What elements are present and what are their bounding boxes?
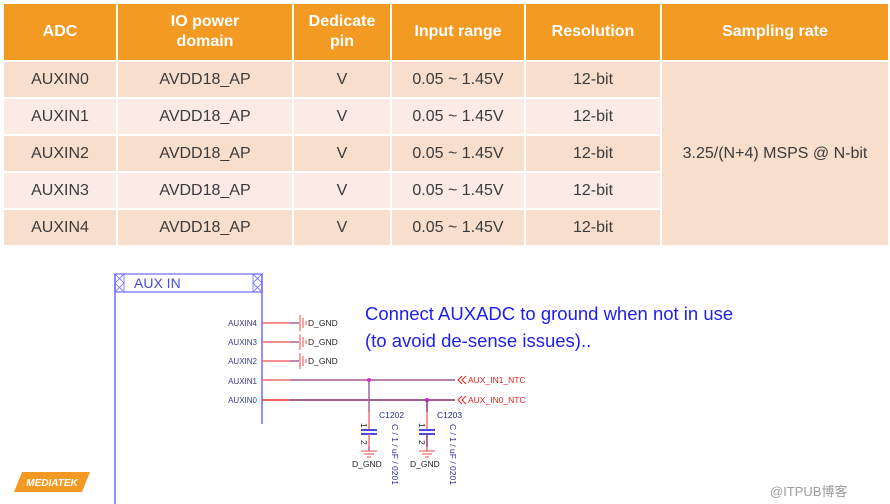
header-sampling-rate: Sampling rate (660, 2, 890, 62)
cell-resolution: 12-bit (524, 97, 662, 136)
block-title: AUX IN (134, 275, 181, 291)
ground-symbol-icon (299, 315, 307, 331)
cell-adc: AUXIN1 (2, 97, 118, 136)
logo-text: MEDIATEK (26, 478, 78, 489)
design-note: Connect AUXADC to ground when not in use… (365, 300, 733, 354)
cell-range: 0.05 ~ 1.45V (390, 171, 526, 210)
capacitor-value: C / 1 / uF / 0201 (390, 424, 400, 485)
header-input-range: Input range (390, 2, 526, 62)
table-row: AUXIN3 AVDD18_AP V 0.05 ~ 1.45V 12-bit (2, 171, 889, 210)
pin-number: 1 (359, 423, 369, 428)
table-row: AUXIN4 AVDD18_AP V 0.05 ~ 1.45V 12-bit (2, 208, 889, 247)
net-label: AUX_IN1_NTC (468, 375, 526, 385)
ground-label: D_GND (308, 356, 338, 366)
off-page-connector-icon (457, 395, 467, 405)
cell-range: 0.05 ~ 1.45V (390, 97, 526, 136)
ground-label: D_GND (410, 459, 440, 469)
hatch-left-icon (114, 273, 125, 293)
capacitor-ref: C1202 (379, 410, 404, 420)
cell-sampling-rate: 3.25/(N+4) MSPS @ N-bit (660, 60, 890, 247)
logo-parallelogram (14, 472, 90, 492)
header-resolution: Resolution (524, 2, 662, 62)
cell-range: 0.05 ~ 1.45V (390, 134, 526, 173)
cell-resolution: 12-bit (524, 60, 662, 99)
table-row: AUXIN1 AVDD18_AP V 0.05 ~ 1.45V 12-bit (2, 97, 889, 136)
cell-domain: AVDD18_AP (116, 171, 294, 210)
cell-pin: V (292, 171, 392, 210)
cell-domain: AVDD18_AP (116, 208, 294, 247)
cell-pin: V (292, 97, 392, 136)
mediatek-logo: MEDIATEK (14, 472, 90, 492)
note-line-2: (to avoid de-sense issues).. (365, 330, 592, 351)
pin-number: 2 (417, 440, 427, 445)
header-adc: ADC (2, 2, 118, 62)
table-row: AUXIN2 AVDD18_AP V 0.05 ~ 1.45V 12-bit (2, 134, 889, 173)
cell-domain: AVDD18_AP (116, 134, 294, 173)
pin-label: AUXIN2 (228, 357, 257, 366)
capacitor-ref: C1203 (437, 410, 462, 420)
cell-resolution: 12-bit (524, 208, 662, 247)
grounded-pin-wires (262, 322, 299, 362)
cell-adc: AUXIN4 (2, 208, 118, 247)
cell-range: 0.05 ~ 1.45V (390, 60, 526, 99)
cell-adc: AUXIN0 (2, 60, 118, 99)
cell-resolution: 12-bit (524, 171, 662, 210)
table-row: AUXIN0 AVDD18_AP V 0.05 ~ 1.45V 12-bit 3… (2, 60, 890, 247)
cell-range: 0.05 ~ 1.45V (390, 208, 526, 247)
cell-resolution: 12-bit (524, 134, 662, 173)
pin-label: AUXIN0 (228, 396, 257, 405)
capacitor-c1202-icon (361, 380, 377, 458)
capacitor-c1203-icon (419, 400, 435, 458)
pin-label: AUXIN1 (228, 377, 257, 386)
pin-label: AUXIN3 (228, 338, 257, 347)
ground-label: D_GND (352, 459, 382, 469)
ground-symbol-icon (299, 353, 307, 369)
watermark: @ITPUB博客 (770, 484, 848, 499)
ground-label: D_GND (308, 318, 338, 328)
pin-label: AUXIN4 (228, 319, 257, 328)
cell-domain: AVDD18_AP (116, 97, 294, 136)
pin-number: 2 (359, 440, 369, 445)
ground-label: D_GND (308, 337, 338, 347)
off-page-connector-icon (457, 375, 467, 385)
cell-adc: AUXIN3 (2, 171, 118, 210)
pin-number: 1 (417, 423, 427, 428)
cell-pin: V (292, 60, 392, 99)
note-line-1: Connect AUXADC to ground when not in use (365, 303, 734, 324)
ground-symbol-icon (299, 334, 307, 350)
net-label: AUX_IN0_NTC (468, 395, 526, 405)
hatch-right-icon (252, 273, 263, 293)
cell-adc: AUXIN2 (2, 134, 118, 173)
cell-pin: V (292, 208, 392, 247)
capacitor-value: C / 1 / uF / 0201 (448, 424, 458, 485)
cell-domain: AVDD18_AP (116, 60, 294, 99)
cell-pin: V (292, 134, 392, 173)
